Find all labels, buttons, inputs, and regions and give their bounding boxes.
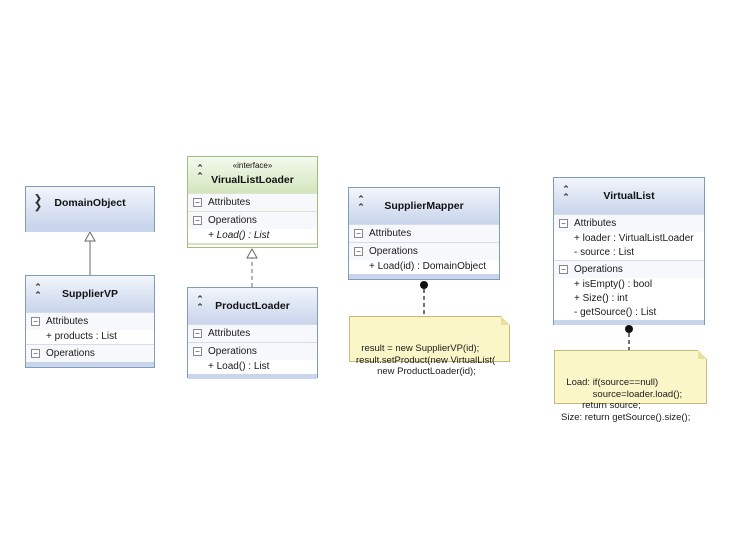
note-anchor-dot (420, 281, 428, 289)
comment-note-suppliermapper[interactable]: result = new SupplierVP(id); result.setP… (349, 316, 510, 377)
collapse-toggle-icon[interactable]: − (193, 198, 202, 207)
expand-chevron-icon[interactable]: ❯❯ (34, 193, 42, 211)
collapse-toggle-icon[interactable]: − (354, 229, 363, 238)
collapse-toggle-icon[interactable]: − (354, 247, 363, 256)
operations-section[interactable]: − Operations (26, 344, 154, 362)
attribute-item[interactable]: - source : List (554, 246, 704, 260)
collapse-toggle-icon[interactable]: − (31, 349, 40, 358)
section-label: Operations (208, 346, 257, 357)
operation-item[interactable]: + isEmpty() : bool (554, 278, 704, 292)
collapse-chevron-icon[interactable]: ⌃⌃ (562, 184, 570, 202)
class-suppliervp[interactable]: ⌃⌃ SupplierVP − Attributes + products : … (25, 275, 155, 368)
section-label: Operations (46, 348, 95, 359)
class-suppliermapper[interactable]: ⌃⌃ SupplierMapper − Attributes − Operati… (348, 187, 500, 280)
comment-note-virtuallist[interactable]: Load: if(source==null) source=loader.loa… (554, 350, 707, 423)
class-productloader[interactable]: ⌃⌃ ProductLoader − Attributes − Operatio… (187, 287, 318, 379)
collapse-toggle-icon[interactable]: − (193, 329, 202, 338)
attribute-item[interactable]: + products : List (26, 330, 154, 344)
section-label: Operations (208, 215, 257, 226)
note-text: Load: if(source==null) source=loader.loa… (561, 377, 691, 423)
section-label: Attributes (369, 228, 412, 239)
note-fold-corner (501, 316, 510, 325)
class-footer (188, 374, 317, 379)
operations-section[interactable]: − Operations (349, 242, 499, 260)
collapse-toggle-icon[interactable]: − (193, 216, 202, 225)
operation-item[interactable]: + Size() : int (554, 292, 704, 306)
class-footer (554, 320, 704, 325)
operation-item[interactable]: - getSource() : List (554, 306, 704, 320)
note-anchor-dot (625, 325, 633, 333)
class-name: VirualListLoader (211, 174, 294, 186)
attribute-item[interactable]: + loader : VirtualListLoader (554, 232, 704, 246)
attributes-section[interactable]: − Attributes (26, 312, 154, 330)
collapse-toggle-icon[interactable]: − (193, 347, 202, 356)
attributes-section[interactable]: − Attributes (554, 214, 704, 232)
section-label: Attributes (46, 316, 89, 327)
attributes-section[interactable]: − Attributes (188, 193, 317, 211)
section-label: Attributes (208, 328, 251, 339)
class-name: ProductLoader (215, 300, 290, 312)
operation-item[interactable]: + Load() : List (188, 360, 317, 374)
class-footer (26, 227, 154, 232)
section-label: Operations (574, 264, 623, 275)
section-label: Operations (369, 246, 418, 257)
attributes-section[interactable]: − Attributes (188, 324, 317, 342)
operation-item[interactable]: + Load(id) : DomainObject (349, 260, 499, 274)
operations-section[interactable]: − Operations (188, 342, 317, 360)
class-name: SupplierMapper (384, 200, 464, 212)
class-header: ⌃⌃ ProductLoader (188, 288, 317, 324)
class-header: ⌃⌃ VirtualList (554, 178, 704, 214)
class-domainobject[interactable]: ❯❯ DomainObject (25, 186, 155, 232)
collapse-toggle-icon[interactable]: − (559, 265, 568, 274)
class-name: DomainObject (54, 197, 126, 209)
section-label: Attributes (574, 218, 617, 229)
interface-virtuallistloader[interactable]: ⌃⌃ «interface» VirualListLoader − Attrib… (187, 156, 318, 248)
class-header: ⌃⌃ SupplierMapper (349, 188, 499, 224)
class-name: VirtualList (603, 190, 655, 202)
note-fold-corner (698, 350, 707, 359)
class-name: SupplierVP (61, 288, 118, 300)
collapse-toggle-icon[interactable]: − (559, 219, 568, 228)
realization-arrowhead (246, 247, 258, 259)
stereotype-label: «interface» (232, 161, 273, 170)
operation-item[interactable]: + Load() : List (188, 229, 317, 243)
generalization-arrowhead (84, 230, 96, 242)
class-header: ❯❯ DomainObject (26, 187, 154, 227)
operations-section[interactable]: − Operations (188, 211, 317, 229)
class-footer (26, 362, 154, 367)
class-footer (188, 243, 317, 245)
section-label: Attributes (208, 197, 251, 208)
collapse-toggle-icon[interactable]: − (31, 317, 40, 326)
collapse-chevron-icon[interactable]: ⌃⌃ (196, 163, 204, 181)
collapse-chevron-icon[interactable]: ⌃⌃ (196, 294, 204, 312)
collapse-chevron-icon[interactable]: ⌃⌃ (34, 282, 42, 300)
class-header: ⌃⌃ «interface» VirualListLoader (188, 157, 317, 193)
class-footer (349, 274, 499, 279)
attributes-section[interactable]: − Attributes (349, 224, 499, 242)
note-text: result = new SupplierVP(id); result.setP… (356, 343, 496, 377)
operations-section[interactable]: − Operations (554, 260, 704, 278)
class-header: ⌃⌃ SupplierVP (26, 276, 154, 312)
class-virtuallist[interactable]: ⌃⌃ VirtualList − Attributes + loader : V… (553, 177, 705, 325)
collapse-chevron-icon[interactable]: ⌃⌃ (357, 194, 365, 212)
